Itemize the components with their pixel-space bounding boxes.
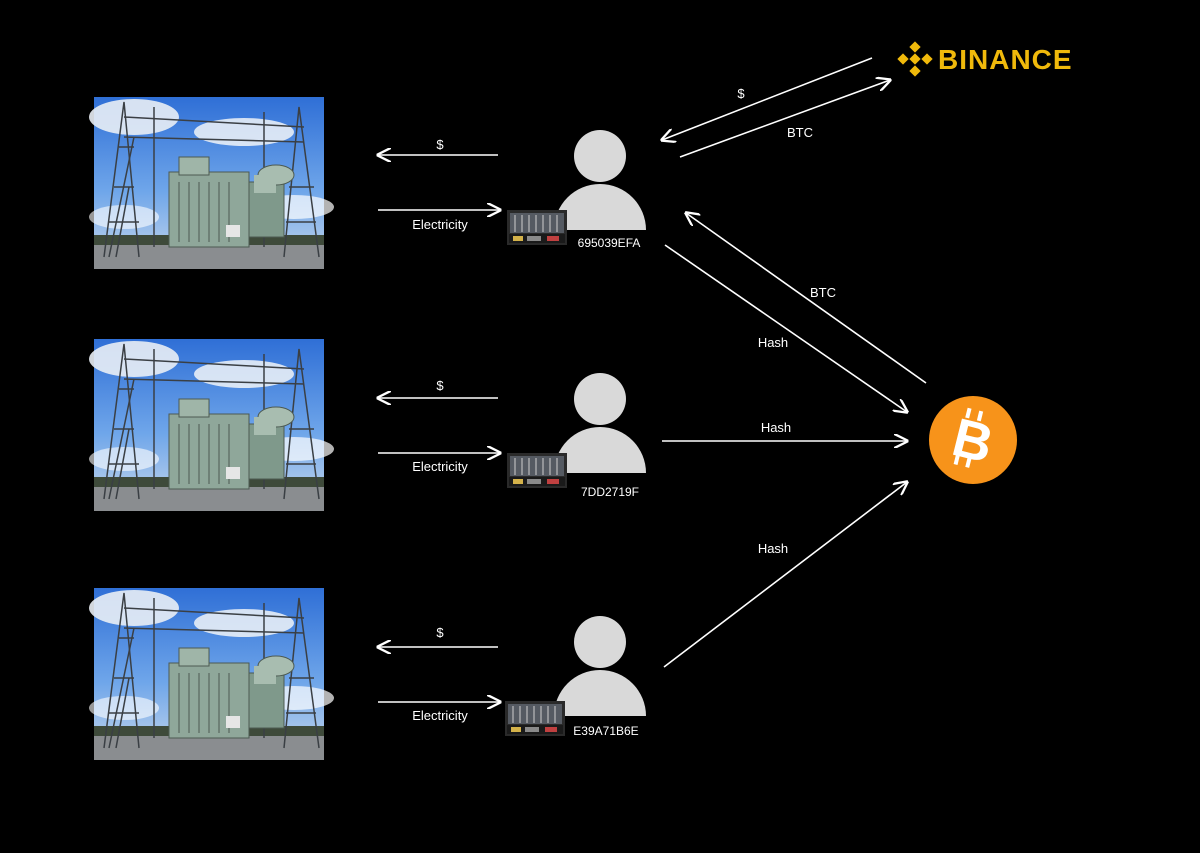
- miner-avatar-icon: [554, 130, 646, 230]
- miner-id: E39A71B6E: [573, 724, 638, 738]
- mining-rig-image: [504, 700, 566, 737]
- miner-avatar-icon: [554, 373, 646, 473]
- payment-label: $: [436, 137, 444, 152]
- hash-label: Hash: [761, 420, 791, 435]
- electricity-label: Electricity: [412, 708, 468, 723]
- payment-label: $: [436, 625, 444, 640]
- hash-label: Hash: [758, 541, 788, 556]
- miner-id: 695039EFA: [578, 236, 641, 250]
- binance-logo-icon: [897, 41, 933, 77]
- exchange-btc-arrow: [679, 80, 890, 158]
- hash-label: Hash: [758, 335, 788, 350]
- reward-btc-label: BTC: [810, 285, 836, 300]
- miner-avatar-icon: [554, 616, 646, 716]
- power-substation-image: [88, 96, 335, 270]
- power-substation-image: [88, 587, 335, 761]
- binance-wordmark: BINANCE: [938, 44, 1073, 75]
- hash-arrow: [664, 244, 907, 412]
- exchange-payment-arrow: [662, 57, 873, 140]
- reward-btc-arrow: [686, 213, 927, 384]
- payment-label: $: [436, 378, 444, 393]
- mining-rig-image: [506, 209, 568, 246]
- electricity-label: Electricity: [412, 459, 468, 474]
- electricity-label: Electricity: [412, 217, 468, 232]
- miner-id: 7DD2719F: [581, 485, 639, 499]
- bitcoin-logo-icon: B: [929, 396, 1017, 484]
- mining-rig-image: [506, 452, 568, 489]
- hash-arrow: [663, 482, 907, 668]
- power-substation-image: [88, 338, 335, 512]
- exchange-payment-label: $: [737, 86, 745, 101]
- exchange-btc-label: BTC: [787, 125, 813, 140]
